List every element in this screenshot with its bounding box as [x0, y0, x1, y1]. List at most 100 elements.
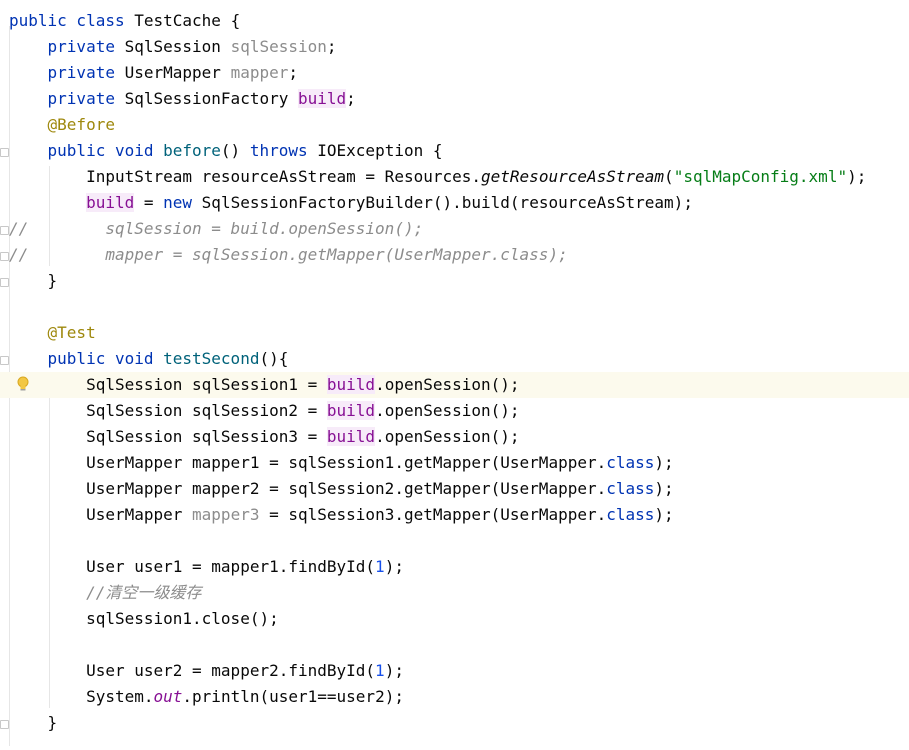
code-line-text: UserMapper mapper3 = sqlSession3.getMapp… — [9, 502, 674, 528]
code-line[interactable]: SqlSession sqlSession3 = build.openSessi… — [0, 424, 909, 450]
code-token: User user2 = mapper2.findById( — [9, 661, 376, 680]
code-token — [9, 193, 86, 212]
indent-guide — [49, 166, 50, 266]
code-token: @Before — [47, 115, 115, 134]
code-token: public class — [9, 11, 135, 30]
code-line-text: System.out.println(user1==user2); — [9, 684, 404, 710]
code-token — [9, 583, 86, 602]
code-line-text: User user2 = mapper2.findById(1); — [9, 658, 404, 684]
code-line-text: public class TestCache { — [9, 8, 240, 34]
code-line[interactable] — [0, 294, 909, 320]
code-line[interactable]: public void testSecond(){ — [0, 346, 909, 372]
code-token: UserMapper mapper1 = sqlSession1.getMapp… — [9, 453, 607, 472]
code-token: .openSession(); — [375, 401, 520, 420]
code-token: "sqlMapConfig.xml" — [673, 167, 848, 186]
fold-marker-icon[interactable] — [0, 720, 9, 729]
code-line[interactable]: InputStream resourceAsStream = Resources… — [0, 164, 909, 190]
fold-marker-icon[interactable] — [0, 226, 9, 235]
code-token: build — [326, 427, 376, 446]
code-line[interactable]: build = new SqlSessionFactoryBuilder().b… — [0, 190, 909, 216]
code-token: private — [47, 89, 125, 108]
fold-marker-icon[interactable] — [0, 356, 9, 365]
code-line[interactable]: User user1 = mapper1.findById(1); — [0, 554, 909, 580]
code-token: ; — [346, 89, 356, 108]
code-line-text: @Test — [9, 320, 96, 346]
indent-guide — [49, 374, 50, 708]
code-line[interactable]: private SqlSessionFactory build; — [0, 86, 909, 112]
code-token: public void — [47, 349, 164, 368]
code-line-text: InputStream resourceAsStream = Resources… — [9, 164, 866, 190]
code-token — [9, 349, 48, 368]
code-line-text: public void before() throws IOException … — [9, 138, 443, 164]
code-token: out — [153, 687, 183, 706]
code-line[interactable]: } — [0, 710, 909, 736]
code-token: ); — [654, 453, 674, 472]
code-line[interactable] — [0, 632, 909, 658]
code-token: public void — [47, 141, 164, 160]
code-line[interactable]: // mapper = sqlSession.getMapper(UserMap… — [0, 242, 909, 268]
code-line[interactable]: //清空一级缓存 — [0, 580, 909, 606]
code-line[interactable]: UserMapper mapper1 = sqlSession1.getMapp… — [0, 450, 909, 476]
code-line[interactable]: @Test — [0, 320, 909, 346]
code-token: (){ — [259, 349, 289, 368]
code-line[interactable]: // sqlSession = build.openSession(); — [0, 216, 909, 242]
code-line[interactable]: System.out.println(user1==user2); — [0, 684, 909, 710]
code-line-text: build = new SqlSessionFactoryBuilder().b… — [9, 190, 693, 216]
code-line-text: // sqlSession = build.openSession(); — [9, 216, 423, 242]
code-token — [9, 141, 48, 160]
code-line[interactable]: } — [0, 268, 909, 294]
fold-marker-icon[interactable] — [0, 252, 9, 261]
code-token: = — [134, 193, 164, 212]
code-token: // mapper = sqlSession.getMapper(UserMap… — [9, 245, 568, 264]
code-line[interactable]: SqlSession sqlSession1 = build.openSessi… — [0, 372, 909, 398]
fold-marker-icon[interactable] — [0, 148, 9, 157]
code-line[interactable]: @Before — [0, 112, 909, 138]
code-token: ); — [384, 557, 404, 576]
code-token: mapper — [230, 63, 289, 82]
code-line-text: @Before — [9, 112, 115, 138]
code-line-text: //清空一级缓存 — [9, 580, 201, 606]
code-line-text: UserMapper mapper1 = sqlSession1.getMapp… — [9, 450, 674, 476]
code-line[interactable]: private SqlSession sqlSession; — [0, 34, 909, 60]
code-line[interactable]: sqlSession1.close(); — [0, 606, 909, 632]
code-token: class — [606, 505, 655, 524]
fold-marker-icon[interactable] — [0, 278, 9, 287]
code-line[interactable]: SqlSession sqlSession2 = build.openSessi… — [0, 398, 909, 424]
code-token: SqlSession sqlSession3 = — [9, 427, 327, 446]
code-line[interactable]: UserMapper mapper3 = sqlSession3.getMapp… — [0, 502, 909, 528]
code-token: sqlSession — [230, 37, 327, 56]
code-line[interactable]: private UserMapper mapper; — [0, 60, 909, 86]
code-line-text: UserMapper mapper2 = sqlSession2.getMapp… — [9, 476, 674, 502]
code-token: 1 — [375, 557, 385, 576]
code-line-text: SqlSession sqlSession2 = build.openSessi… — [9, 398, 520, 424]
code-token: mapper3 — [192, 505, 260, 524]
code-token: ; — [288, 63, 298, 82]
code-token: class — [606, 453, 655, 472]
code-token: build — [326, 375, 376, 394]
code-token: @Test — [47, 323, 96, 342]
code-token: throws — [249, 141, 318, 160]
code-line[interactable]: public void before() throws IOException … — [0, 138, 909, 164]
code-token: UserMapper mapper2 = sqlSession2.getMapp… — [9, 479, 607, 498]
code-token — [9, 115, 48, 134]
code-line-text: private UserMapper mapper; — [9, 60, 298, 86]
code-line[interactable]: public class TestCache { — [0, 8, 909, 34]
code-token — [9, 63, 48, 82]
code-token: UserMapper — [124, 63, 231, 82]
code-token: System. — [9, 687, 154, 706]
code-line[interactable]: User user2 = mapper2.findById(1); — [0, 658, 909, 684]
code-line-text: // mapper = sqlSession.getMapper(UserMap… — [9, 242, 568, 268]
code-line[interactable]: UserMapper mapper2 = sqlSession2.getMapp… — [0, 476, 909, 502]
code-token: .openSession(); — [375, 375, 520, 394]
code-token — [9, 323, 48, 342]
lightbulb-icon[interactable] — [17, 376, 29, 394]
code-token: ); — [384, 661, 404, 680]
code-token: User user1 = mapper1.findById( — [9, 557, 376, 576]
code-token: 1 — [375, 661, 385, 680]
code-line[interactable] — [0, 528, 909, 554]
code-token: } — [9, 713, 58, 732]
code-token: //清空一级缓存 — [86, 583, 202, 602]
code-line-text: User user1 = mapper1.findById(1); — [9, 554, 404, 580]
code-token: class — [606, 479, 655, 498]
